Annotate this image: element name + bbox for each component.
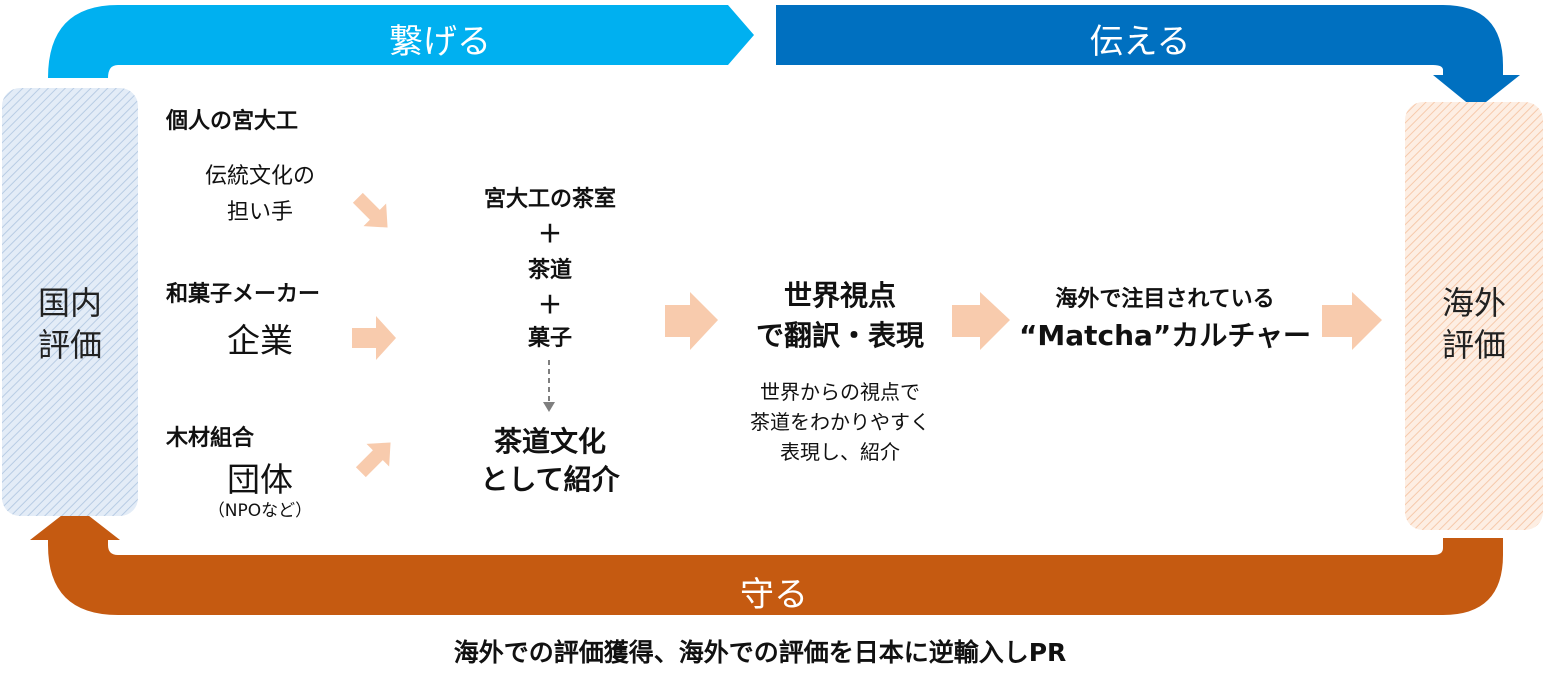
footer-caption: 海外での評価獲得、海外での評価を日本に逆輸入しPR	[453, 638, 1067, 667]
overseas-label-line2: 評価	[1441, 326, 1506, 364]
matcha-line2: “Matcha”カルチャー	[1018, 319, 1312, 352]
combo-plus-2: ＋	[538, 291, 562, 319]
tsunageru-arrow-shape	[48, 5, 754, 78]
actor-2-role: 企業	[227, 321, 293, 360]
actor-3-role: 団体	[227, 460, 293, 499]
overseas-box	[1405, 102, 1543, 530]
combo-item-2: 茶道	[527, 258, 572, 283]
translate-desc-line1: 世界からの視点で	[760, 380, 920, 404]
right-arrow-2-icon	[952, 292, 1010, 350]
matcha-line1: 海外で注目されている	[1055, 287, 1275, 312]
domestic-label-line2: 評価	[37, 326, 102, 364]
actor-3-note: （NPOなど）	[207, 501, 313, 521]
actor-1-role-line2: 担い手	[226, 200, 293, 225]
actor-2-title: 和菓子メーカー	[166, 282, 321, 307]
tsunageru-label: 繋げる	[389, 22, 491, 62]
domestic-label-line1: 国内	[37, 284, 102, 322]
mamoru-label: 守る	[740, 575, 808, 615]
right-arrow-3-icon	[1322, 292, 1382, 350]
translate-desc-line2: 茶道をわかりやすく	[750, 410, 930, 434]
combo-plus-1: ＋	[538, 220, 562, 248]
actor-1-role-line1: 伝統文化の	[204, 164, 315, 189]
overseas-label-line1: 海外	[1441, 284, 1506, 322]
diag-arrow-up-icon	[355, 442, 391, 478]
translate-line2: で翻訳・表現	[755, 319, 924, 352]
combo-item-3: 菓子	[527, 326, 572, 351]
combo-result-line1: 茶道文化	[493, 425, 606, 458]
tsutaeru-arrow-shape	[776, 5, 1520, 110]
right-arrow-1-icon	[665, 292, 718, 350]
dashed-arrow-head-icon	[543, 402, 555, 412]
right-arrow-small-icon	[352, 316, 396, 360]
mamoru-arrow-shape	[30, 505, 1503, 615]
combo-item-1: 宮大工の茶室	[483, 187, 616, 212]
combo-result-line2: として紹介	[480, 463, 620, 496]
actor-1-title: 個人の宮大工	[166, 109, 299, 134]
tsutaeru-label: 伝える	[1089, 22, 1191, 62]
domestic-box	[2, 88, 138, 516]
translate-desc-line3: 表現し、紹介	[780, 440, 900, 464]
actor-3-title: 木材組合	[166, 426, 255, 451]
diag-arrow-down-icon	[352, 192, 388, 228]
translate-line1: 世界視点	[783, 279, 896, 312]
